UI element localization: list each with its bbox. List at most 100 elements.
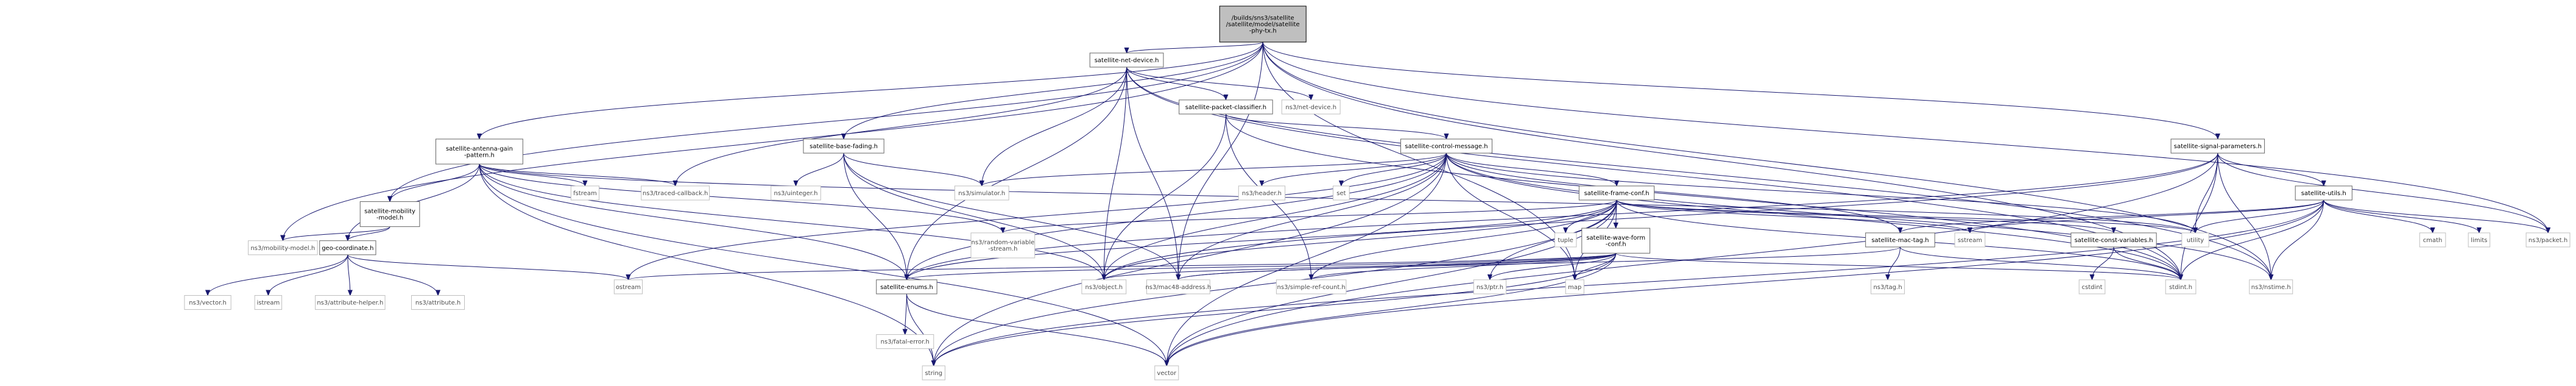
node-limits: limits — [2468, 232, 2491, 248]
node-tuple: tuple — [1554, 232, 1577, 248]
node-geo[interactable]: geo-coordinate.h — [319, 240, 376, 256]
node-box — [315, 295, 386, 310]
node-uinteger: ns3/uinteger.h — [771, 185, 821, 201]
node-framecof[interactable]: satellite-frame-conf.h — [1578, 185, 1655, 201]
edge-antenna-to-vector — [479, 164, 1166, 366]
node-constvars[interactable]: satellite-const-variables.h — [2070, 232, 2157, 248]
node-mac48: ns3/mac48-address.h — [1145, 279, 1211, 295]
node-box — [254, 295, 283, 310]
node-label: ns3/uinteger.h — [774, 190, 817, 197]
nodes-layer: /builds/sns3/satellite/satellite/model/s… — [184, 5, 2571, 381]
node-label: ns3/random-variable — [972, 240, 1035, 246]
edge-framecof-to-object — [1104, 200, 1617, 280]
node-classifier[interactable]: satellite-packet-classifier.h — [1179, 99, 1273, 115]
node-cmath: cmath — [2419, 232, 2446, 248]
edge-signal-to-utility — [2195, 153, 2218, 233]
edges-layer — [208, 41, 2548, 366]
edge-root-to-netdevice — [1127, 41, 1263, 54]
edge-ctrlmsg-to-stdint — [1446, 153, 2181, 280]
edge-framecof-to-enums — [906, 200, 1617, 280]
node-box — [876, 279, 937, 295]
edge-antenna-to-enums — [479, 164, 906, 280]
edge-utils-to-limits — [2323, 199, 2479, 234]
node-box — [2181, 232, 2209, 248]
node-set: set — [1333, 185, 1350, 201]
node-utils[interactable]: satellite-utils.h — [2295, 185, 2352, 201]
node-enums[interactable]: satellite-enums.h — [876, 279, 937, 295]
node-signal[interactable]: satellite-signal-parameters.h — [2170, 138, 2265, 154]
edge-utils-to-packet — [2323, 199, 2548, 234]
node-waveform[interactable]: satellite-wave-form-conf.h — [1581, 227, 1651, 254]
node-label: ns3/simulator.h — [958, 190, 1005, 197]
node-simpleref: ns3/simple-ref-count.h — [1276, 279, 1347, 295]
edge-waveform-to-simpleref — [1311, 252, 1617, 281]
node-vector3: ns3/vector.h — [184, 295, 231, 310]
node-label: ns3/traced-callback.h — [643, 190, 708, 197]
edge-basefading-to-simulator — [843, 152, 982, 187]
edge-utils-to-sstream — [1970, 199, 2324, 234]
node-box — [922, 365, 945, 381]
edge-antenna-to-randvar — [479, 163, 1003, 233]
edge-signal-to-packet — [2217, 153, 2548, 233]
edge-framecof-to-ptr — [1490, 200, 1617, 280]
node-box — [1565, 279, 1584, 295]
edge-ctrlmsg-to-mactag — [1446, 153, 1900, 233]
node-label: satellite-signal-parameters.h — [2174, 143, 2262, 150]
node-attrhelper: ns3/attribute-helper.h — [315, 295, 386, 310]
node-box — [248, 240, 318, 256]
node-tag: ns3/tag.h — [1871, 279, 1905, 295]
edge-basefading-to-uinteger — [796, 153, 844, 186]
node-label: ns3/net-device.h — [1285, 104, 1336, 111]
node-ctrlmsg[interactable]: satellite-control-message.h — [1400, 138, 1492, 154]
node-label: -model.h — [376, 215, 403, 221]
edge-framecof-to-sstream — [1616, 199, 1970, 234]
edge-framecof-to-utility — [1616, 199, 2195, 234]
node-label: cmath — [2423, 237, 2443, 244]
node-box — [570, 185, 599, 201]
node-box — [1179, 99, 1273, 115]
node-netdevice[interactable]: satellite-net-device.h — [1089, 52, 1164, 68]
node-label: cstdint — [2082, 284, 2103, 291]
edge-enums-to-string — [906, 293, 933, 366]
node-label: ns3/nstime.h — [2251, 284, 2291, 291]
edge-signal-to-nstime — [2217, 153, 2271, 280]
edge-signal-to-utils — [2217, 152, 2324, 187]
node-label: geo-coordinate.h — [322, 245, 373, 252]
node-box — [319, 240, 376, 256]
edge-ctrlmsg-to-framecof — [1446, 152, 1617, 187]
node-label: ns3/vector.h — [189, 300, 227, 307]
edge-utils-to-utility — [2195, 199, 2324, 234]
node-header: ns3/header.h — [1238, 185, 1286, 201]
node-label: satellite-frame-conf.h — [1584, 190, 1650, 197]
edge-basefading-to-mac48 — [843, 153, 1178, 280]
edge-classifier-to-ctrlmsg — [1225, 113, 1446, 140]
edge-waveform-to-vector — [1166, 253, 1617, 366]
edge-utils-to-vector — [1166, 200, 2324, 366]
node-box — [2525, 232, 2571, 248]
edge-basefading-to-enums — [843, 153, 906, 280]
node-antenna[interactable]: satellite-antenna-gain-pattern.h — [435, 138, 523, 165]
edge-antenna-to-fstream — [479, 163, 585, 187]
edge-root-to-signal — [1262, 41, 2218, 139]
node-mactag[interactable]: satellite-mac-tag.h — [1865, 232, 1935, 248]
node-label: ns3/mobility-model.h — [250, 245, 315, 252]
node-label: satellite-control-message.h — [1405, 143, 1487, 150]
node-basefading[interactable]: satellite-base-fading.h — [803, 138, 884, 154]
edge-ctrlmsg-to-set — [1341, 152, 1447, 187]
edge-geo-to-attrhelper — [347, 254, 350, 296]
node-mobility[interactable]: satellite-mobility-model.h — [359, 201, 420, 227]
node-label: satellite-const-variables.h — [2075, 237, 2153, 244]
node-label: -stream.h — [988, 246, 1017, 252]
node-label: ns3/packet.h — [2528, 237, 2567, 244]
edge-classifier-to-stdint — [1225, 113, 2181, 280]
node-label: satellite-enums.h — [880, 284, 933, 291]
edge-framecof-to-randvar — [1003, 199, 1617, 234]
node-box — [1154, 365, 1179, 381]
edge-mactag-to-stdint — [1900, 246, 2181, 281]
node-box — [1333, 185, 1350, 201]
node-root[interactable]: /builds/sns3/satellite/satellite/model/s… — [1219, 5, 1307, 43]
node-label: sstream — [1958, 237, 1982, 244]
node-ns3netdevice: ns3/net-device.h — [1281, 99, 1341, 115]
edge-framecof-to-string — [934, 200, 1617, 366]
